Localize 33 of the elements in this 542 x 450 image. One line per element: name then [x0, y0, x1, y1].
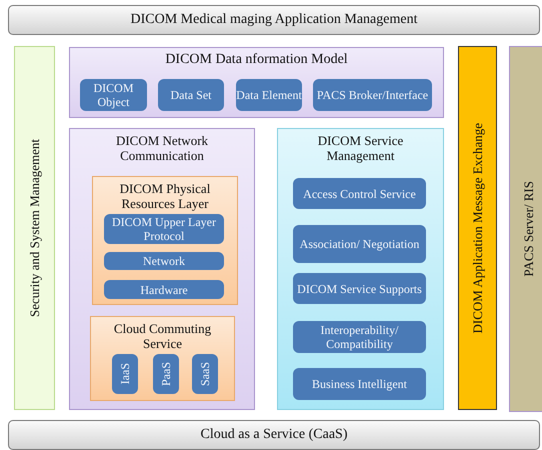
component-box: Network	[104, 252, 224, 270]
panel-title: DICOM Physical Resources Layer	[118, 181, 212, 211]
component-box: PACS Broker/Interface	[313, 79, 432, 111]
component-box: SaaS	[192, 354, 218, 394]
component-box: Hardware	[104, 280, 224, 299]
panel-title: PACS Server/ RIS	[521, 181, 537, 277]
panel-title: Security and System Management	[26, 139, 42, 317]
component-box: DICOM Upper Layer Protocol	[104, 214, 224, 244]
component-box: Association/ Negotiation	[293, 225, 426, 263]
component-box: Business Intelligent	[293, 368, 426, 400]
panel-title: DICOM Service Management	[316, 133, 404, 163]
component-box: Data Set	[158, 79, 224, 111]
component-box: IaaS	[112, 354, 138, 394]
side-panel	[509, 46, 542, 412]
component-box: DICOM Service Supports	[293, 273, 426, 304]
panel-title: DICOM Application Message Exchange	[470, 122, 486, 334]
header-bar: DICOM Medical maging Application Management	[8, 5, 540, 35]
component-box: Data Element	[236, 79, 302, 111]
component-box: PaaS	[153, 354, 179, 394]
side-panel	[14, 46, 55, 410]
panel-title: Cloud Commuting Service	[112, 321, 212, 351]
panel	[69, 128, 255, 410]
footer-bar: Cloud as a Service (CaaS)	[8, 420, 540, 450]
panel	[92, 176, 238, 305]
component-box: Interoperability/ Compatibility	[293, 321, 426, 353]
component-box: DICOM Object	[80, 79, 147, 111]
panel	[69, 47, 444, 118]
side-panel	[458, 46, 497, 410]
panel-title: DICOM Network Communication	[114, 133, 210, 163]
panel	[277, 128, 444, 410]
panel	[90, 316, 235, 401]
panel-title: DICOM Data nformation Model	[164, 52, 349, 67]
component-box: Access Control Service	[293, 178, 426, 209]
